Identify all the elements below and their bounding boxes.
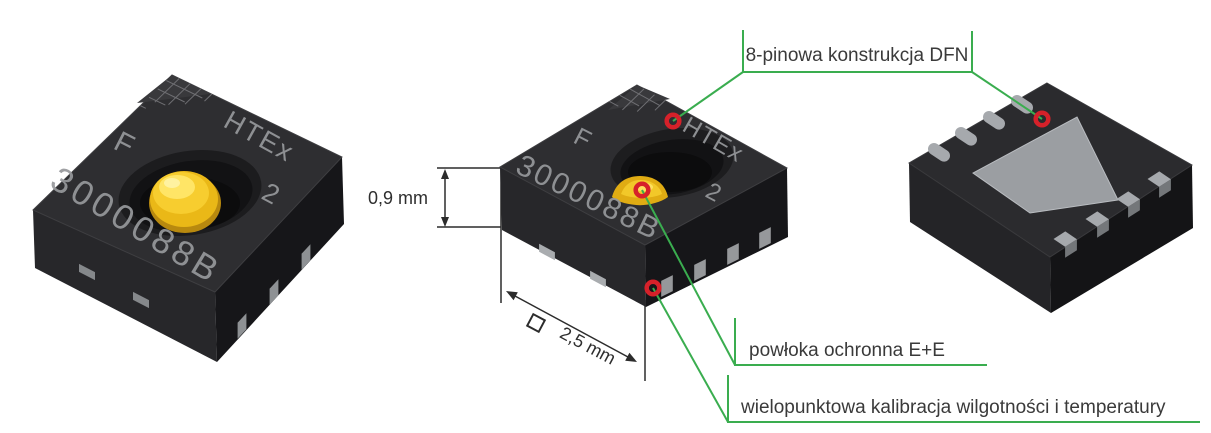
thermal-pad: [972, 116, 1119, 214]
dfn-pins-lower-row: [1053, 171, 1171, 258]
callout-dfn-leader-left: [672, 71, 744, 122]
chip-mid-crosshatch: [608, 85, 670, 112]
chip-mid-pads: [539, 227, 771, 297]
chip-left-dome: [149, 171, 221, 233]
chip-left-crosshatch: [137, 75, 213, 109]
marker-ring-dfn-mid-icon: [664, 112, 682, 130]
square-dimension-symbol: [525, 312, 547, 334]
chip-photo-large: F HTEx 2 3000088B: [32, 74, 344, 362]
chip-mid-right-face: [645, 168, 788, 307]
callout-coating-label: powłoka ochronna E+E: [749, 340, 945, 361]
callout-coating-leader: [641, 189, 736, 366]
chip-dimensioned-view: F HTEx 2 3000088B: [498, 84, 789, 307]
callout-dfn-leader-right: [971, 71, 1043, 120]
chip-mid-dome: [612, 176, 668, 206]
chip-right-front-face: [909, 163, 1051, 313]
chip-left-pads: [79, 244, 311, 339]
chip-bottom-view: [908, 82, 1193, 313]
callout-calibration-leader: [652, 287, 729, 423]
marker-ring-calibration-icon: [644, 279, 662, 297]
callout-dfn-label: 8-pinowa konstrukcja DFN: [746, 45, 969, 66]
marker-ring-coating-icon: [633, 181, 651, 199]
callout-dfn: 8-pinowa konstrukcja DFN: [672, 30, 1043, 122]
callout-calibration: wielopunktowa kalibracja wilgotności i t…: [652, 287, 1200, 423]
height-dimension-label: 0,9 mm: [368, 188, 428, 208]
width-dimension-arrow: [506, 291, 637, 362]
callout-dfn-bracket: [742, 30, 973, 73]
chip-left-front-face: [33, 210, 217, 362]
marker-ring-dfn-right-icon: [1033, 110, 1051, 128]
chip-left-right-face: [215, 157, 344, 362]
width-dimension-label: 2,5 mm: [557, 323, 619, 369]
height-dimension-arrow: [441, 169, 449, 227]
callout-coating: powłoka ochronna E+E: [641, 189, 987, 366]
chip-right-side-face: [1050, 165, 1193, 313]
callout-calibration-label: wielopunktowa kalibracja wilgotności i t…: [740, 397, 1166, 418]
chip-mid-front-face: [500, 167, 646, 307]
